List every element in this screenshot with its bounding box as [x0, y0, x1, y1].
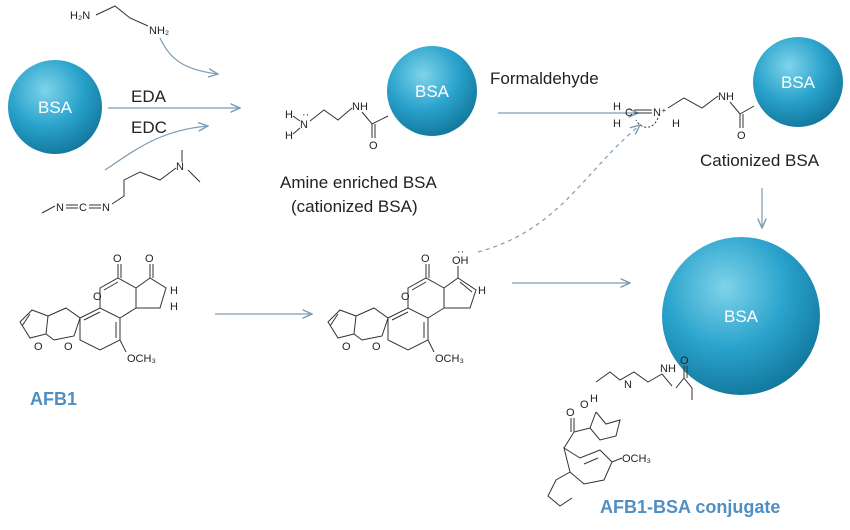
en-o5: O — [401, 291, 410, 303]
am-o: O — [369, 140, 378, 152]
arrow-eda-in — [159, 37, 218, 74]
bsa-label-cationized: BSA — [781, 73, 816, 92]
en-o3: O — [342, 341, 351, 353]
bsa-sphere-conjugate: BSA — [662, 237, 820, 395]
en-h: H — [478, 285, 486, 297]
cj-n: N — [624, 379, 632, 391]
eda-nh2: NH₂ — [149, 25, 169, 37]
conjugate-molecule: O NH N O H O OCH₃ — [547, 355, 693, 507]
cj-h: H — [590, 393, 598, 405]
cat-n: N⁺ — [653, 107, 667, 119]
reaction-arrows — [104, 37, 762, 314]
arrow-edc-in — [104, 126, 208, 171]
en-oh: OH — [452, 255, 469, 267]
cat-o: O — [737, 130, 746, 142]
label-amine-line1: Amine enriched BSA — [280, 173, 438, 192]
bsa-sphere-start: BSA — [8, 60, 102, 154]
cat-h1: H — [613, 101, 621, 113]
eda-h2n: H₂N — [70, 10, 90, 22]
cj-o: O — [580, 399, 589, 411]
enol-afb1-molecule: O O O O OH ·· H OCH₃ — [327, 246, 486, 365]
afb-o3: O — [34, 341, 43, 353]
edc-molecule: N C N N — [41, 150, 201, 214]
edc-n2: N — [102, 202, 110, 214]
en-lonepair: ·· — [457, 246, 464, 258]
afb1-molecule: O O O O O H H OCH₃ — [19, 253, 178, 365]
afb-h2: H — [170, 301, 178, 313]
bsa-sphere-cationized: BSA — [753, 37, 843, 127]
label-amine-line2: (cationized BSA) — [291, 197, 418, 216]
label-edc: EDC — [131, 118, 167, 137]
afb-o2: O — [145, 253, 154, 265]
en-o1: O — [421, 253, 430, 265]
bsa-label-start: BSA — [38, 98, 73, 117]
iminium-molecule: H C H N⁺ H NH O — [613, 91, 755, 142]
am-n: N — [300, 119, 308, 131]
edc-n1: N — [56, 202, 64, 214]
cat-h3: H — [672, 118, 680, 130]
bsa-label-conjugate: BSA — [724, 307, 759, 326]
afb-o4: O — [64, 341, 73, 353]
edc-c: C — [79, 202, 87, 214]
afb-h1: H — [170, 285, 178, 297]
cj-o2: O — [680, 355, 689, 367]
label-eda: EDA — [131, 87, 167, 106]
label-formaldehyde: Formaldehyde — [490, 69, 599, 88]
am-h2: H — [285, 130, 293, 142]
label-conjugate: AFB1-BSA conjugate — [600, 497, 780, 517]
am-nh: NH — [352, 101, 368, 113]
am-lonepair: ·· — [302, 109, 309, 121]
en-o4: O — [372, 341, 381, 353]
afb-o1: O — [113, 253, 122, 265]
bsa-sphere-amine: BSA — [387, 46, 477, 136]
label-cationized: Cationized BSA — [700, 151, 820, 170]
eda-molecule: H₂N NH₂ — [70, 5, 169, 37]
afb-o5: O — [93, 291, 102, 303]
cat-h2: H — [613, 118, 621, 130]
label-afb1: AFB1 — [30, 389, 77, 409]
amine-bsa-molecule: H N H ·· NH O — [285, 101, 389, 152]
am-h1: H — [285, 109, 293, 121]
bsa-label-amine: BSA — [415, 82, 450, 101]
cat-nh: NH — [718, 91, 734, 103]
edc-n3: N — [176, 161, 184, 173]
afb-och3: OCH₃ — [127, 353, 156, 365]
arrow-attack-dashed — [477, 125, 640, 253]
cj-nh: NH — [660, 363, 676, 375]
cj-o3: O — [566, 407, 575, 419]
en-och3: OCH₃ — [435, 353, 464, 365]
cj-och3: OCH₃ — [622, 453, 651, 465]
cat-c: C — [625, 107, 633, 119]
